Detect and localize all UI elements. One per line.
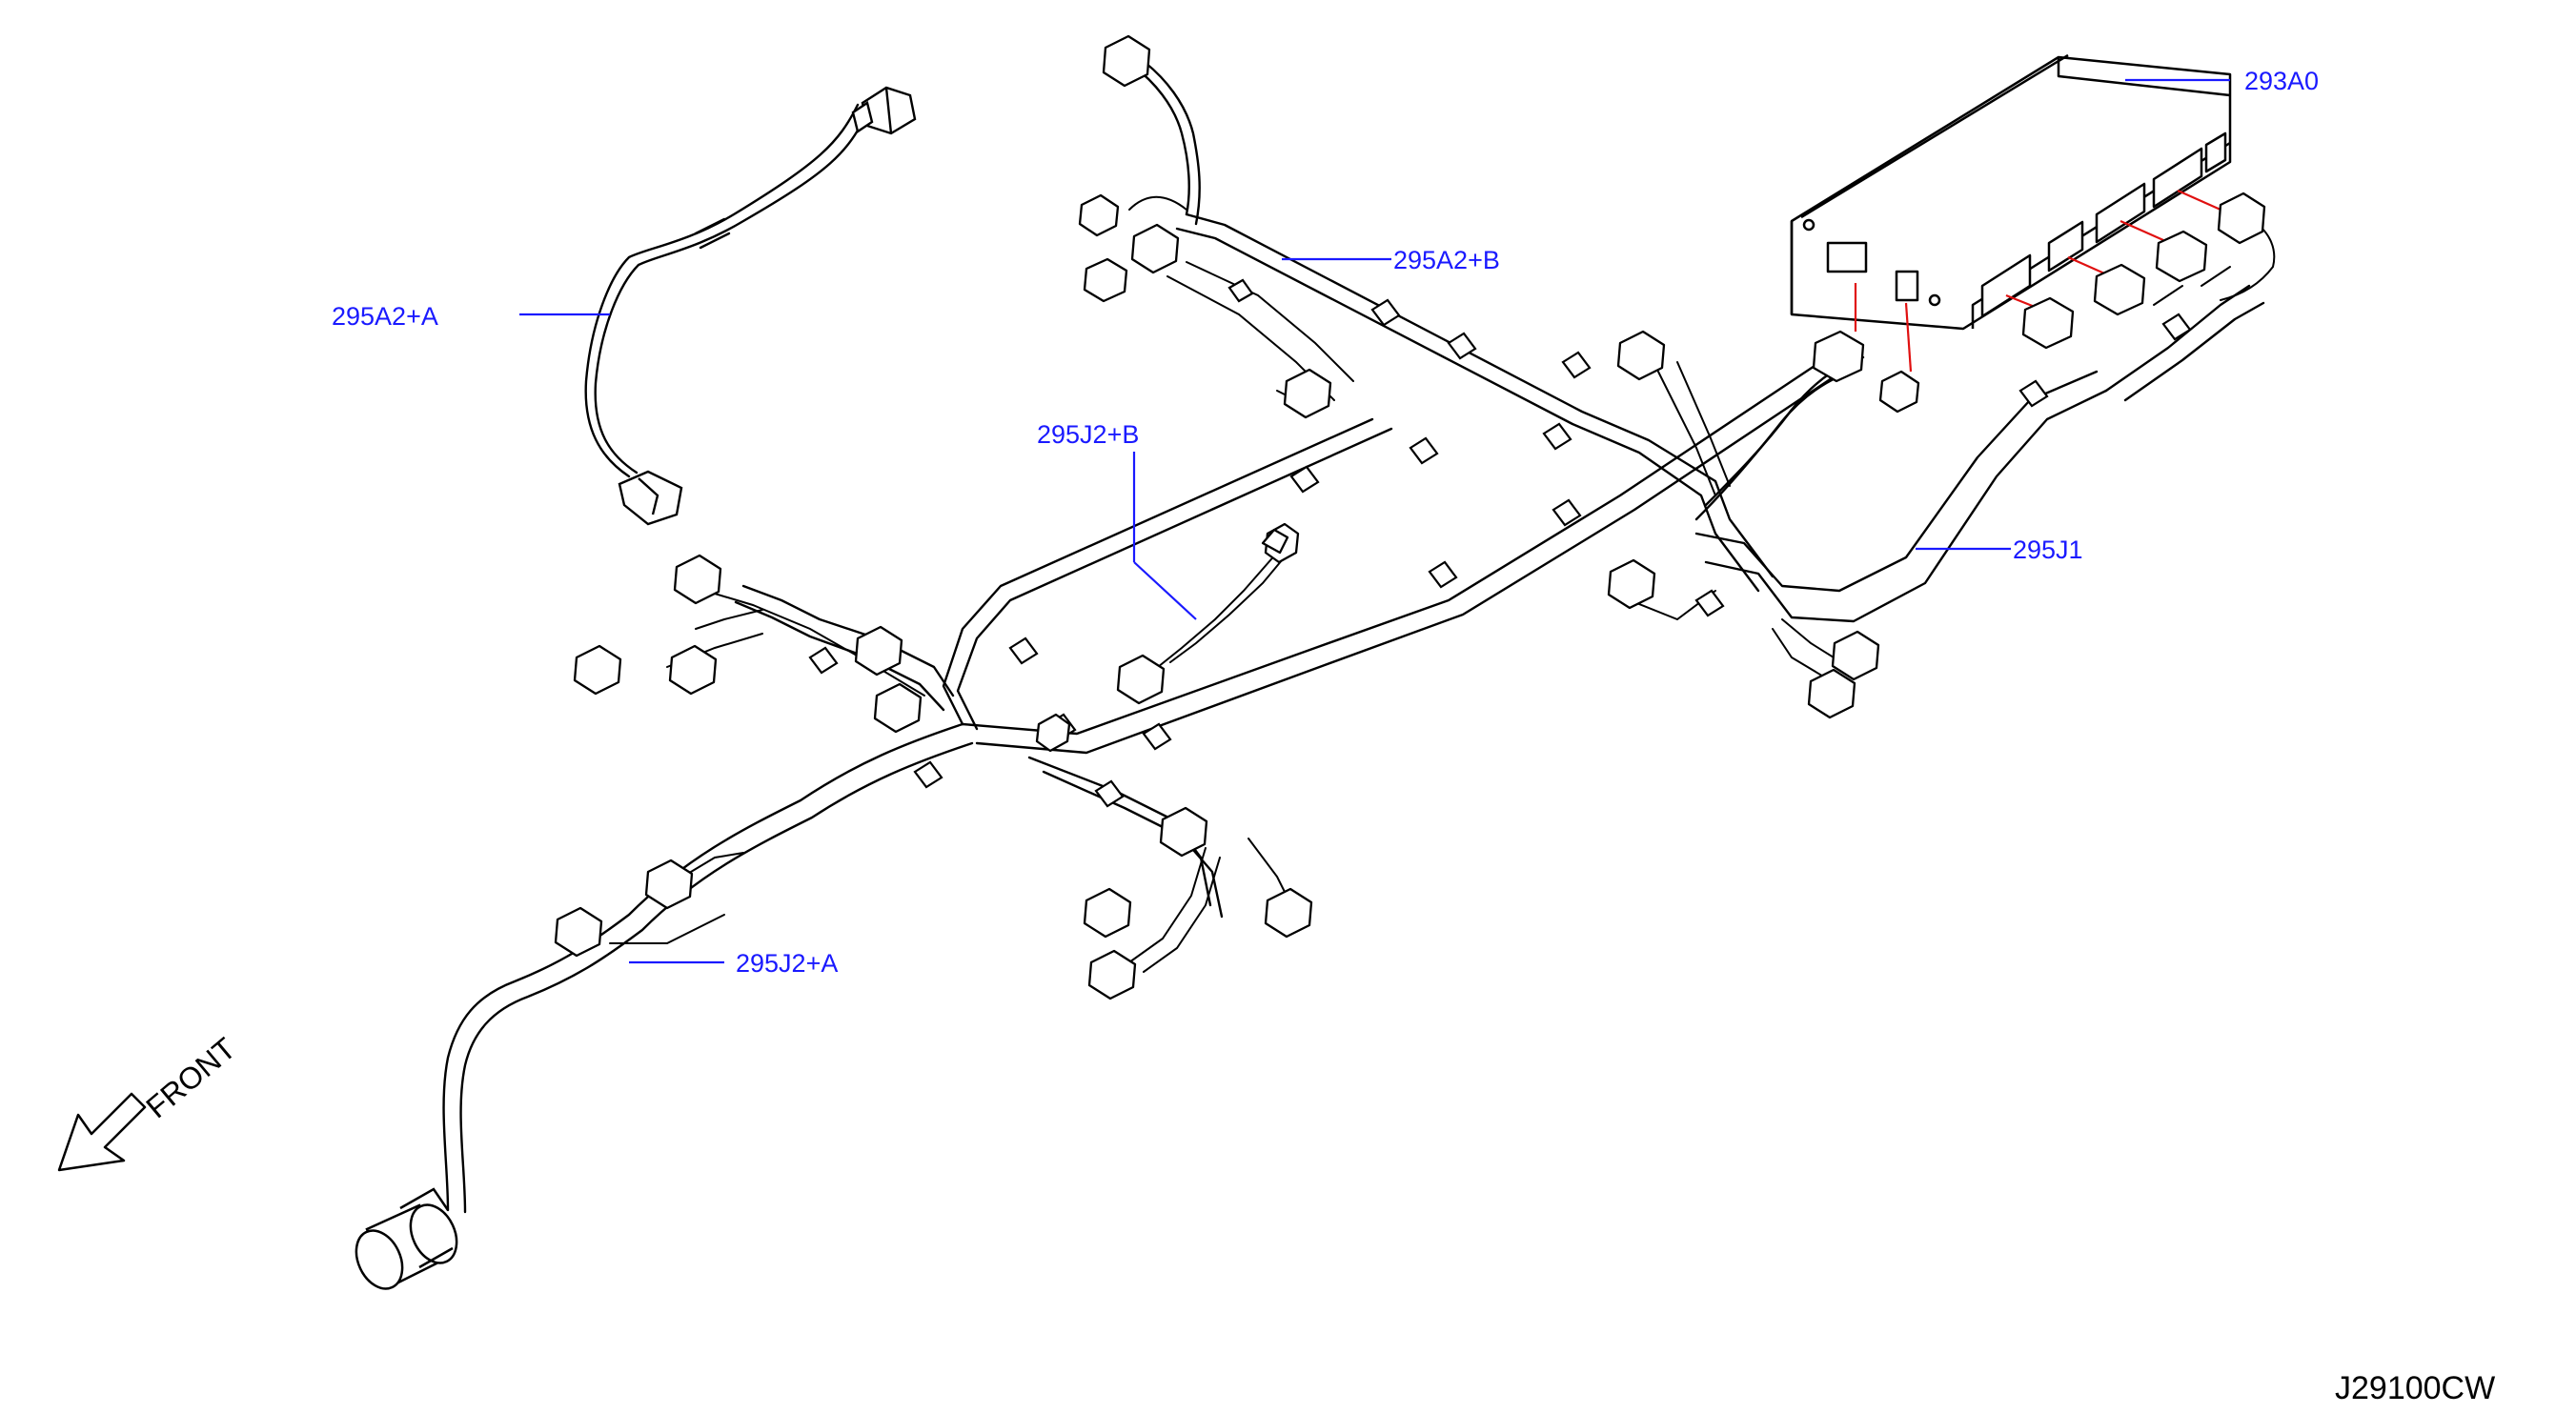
connector-a2a-bottom	[618, 470, 683, 526]
callout-295j2-b: 295J2+B	[1037, 420, 1139, 449]
arrow-down-left-icon	[57, 1092, 147, 1172]
harness-clips	[808, 278, 2192, 808]
main-harness	[442, 61, 2265, 1214]
callout-293a0: 293A0	[2244, 67, 2319, 95]
diagram-reference-code: J29100CW	[2335, 1370, 2495, 1406]
harness-connectors	[554, 34, 2266, 1000]
callout-leaders	[519, 78, 2230, 964]
callout-295j2-a: 295J2+A	[736, 949, 838, 978]
callout-295j1: 295J1	[2013, 535, 2083, 564]
front-label: FRONT	[139, 1031, 242, 1124]
connector-a2a-top	[851, 86, 917, 135]
connector-links	[1854, 189, 2221, 373]
harness-295a2-a	[584, 103, 869, 478]
round-connector	[355, 1187, 458, 1290]
callout-295a2-a: 295A2+A	[332, 302, 438, 331]
callout-295a2-b: 295A2+B	[1393, 246, 1500, 274]
control-module	[1790, 53, 2232, 331]
